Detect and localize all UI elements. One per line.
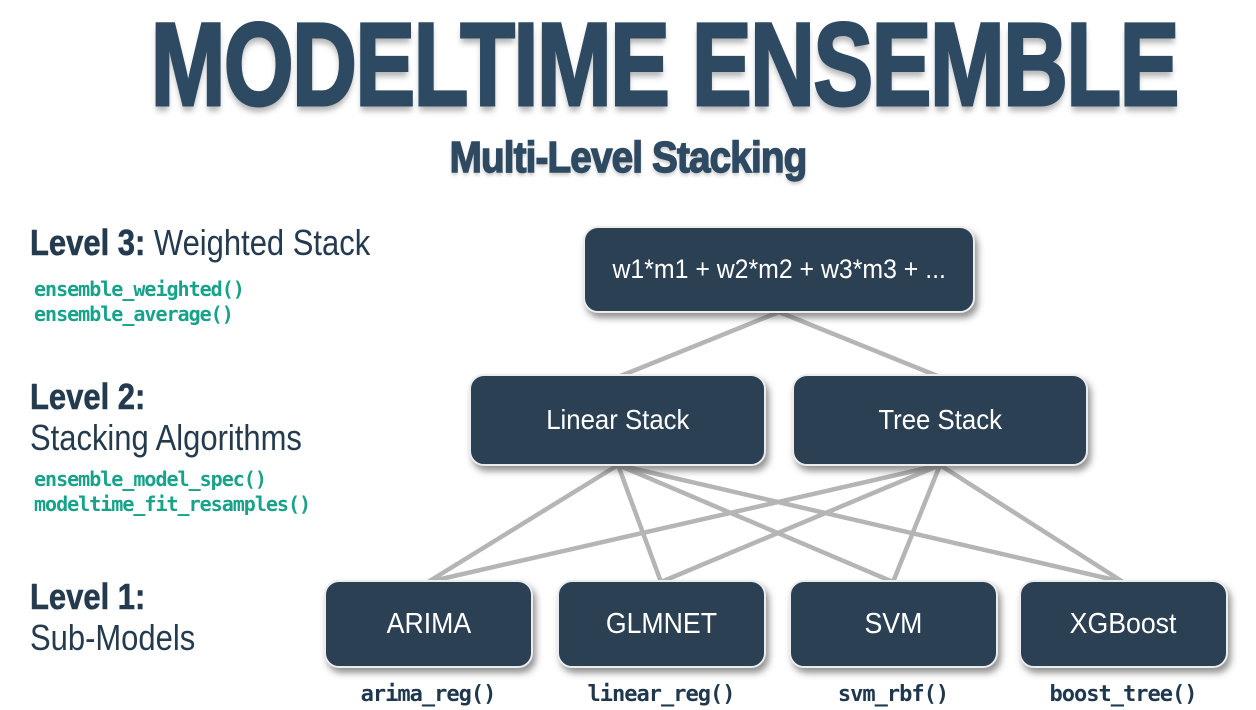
level2-label: Level 2: Stacking Algorithms	[30, 376, 302, 458]
edge-tree_stack-glmnet	[660, 462, 941, 585]
level2-functions: ensemble_model_spec() modeltime_fit_resa…	[34, 467, 311, 517]
edge-tree_stack-svm	[890, 464, 943, 583]
level3-label-bold: Level 3:	[30, 222, 146, 264]
code-line: ensemble_average()	[34, 302, 234, 326]
page-title: MODELTIME ENSEMBLE	[150, 0, 1181, 131]
code-line: modeltime_fit_resamples()	[34, 492, 311, 516]
node-svm-label: SVM	[864, 607, 923, 640]
page-subtitle: Multi-Level Stacking	[449, 133, 808, 182]
edge-weighted-tree_stack	[778, 309, 941, 380]
node-glmnet: GLMNET	[557, 580, 766, 668]
node-tree-stack-label: Tree Stack	[878, 404, 1002, 435]
code-line: ensemble_model_spec()	[34, 467, 267, 491]
node-weighted-stack-label: w1*m1 + w2*m2 + w3*m3 + ...	[612, 254, 946, 284]
node-xgboost-label: XGBoost	[1070, 607, 1177, 640]
node-arima: ARIMA	[324, 580, 533, 668]
edge-tree_stack-xgboost	[938, 463, 1125, 584]
node-xgboost: XGBoost	[1019, 580, 1228, 668]
edge-linear_stack-arima	[426, 463, 620, 584]
code-line: ensemble_weighted()	[34, 277, 245, 301]
level1-label-rest: Sub-Models	[30, 617, 196, 658]
edge-linear_stack-xgboost	[617, 462, 1124, 585]
node-linear-stack-label: Linear Stack	[545, 404, 690, 435]
level2-label-bold: Level 2:	[30, 376, 146, 418]
level3-label-rest: Weighted Stack	[153, 222, 371, 263]
node-svm: SVM	[789, 580, 998, 668]
node-weighted-stack: w1*m1 + w2*m2 + w3*m3 + ...	[583, 226, 975, 313]
edge-linear_stack-glmnet	[615, 464, 664, 583]
level2-label-rest: Stacking Algorithms	[30, 417, 302, 458]
node-tree-stack: Tree Stack	[792, 374, 1088, 466]
arima-code: arima_reg()	[360, 682, 497, 707]
level1-label-bold: Level 1:	[30, 576, 146, 618]
node-linear-stack: Linear Stack	[469, 374, 766, 466]
node-arima-label: ARIMA	[386, 607, 471, 640]
glmnet-code: linear_reg()	[587, 682, 736, 707]
edge-tree_stack-arima	[427, 462, 941, 585]
edge-weighted-linear_stack	[617, 309, 780, 380]
level1-label: Level 1: Sub-Models	[30, 576, 195, 658]
xgboost-code: boost_tree()	[1049, 682, 1198, 707]
node-glmnet-label: GLMNET	[605, 607, 718, 640]
level3-label: Level 3: Weighted Stack	[30, 222, 371, 264]
edge-linear_stack-svm	[617, 462, 894, 585]
svm-code: svm_rbf()	[837, 682, 949, 707]
level3-functions: ensemble_weighted() ensemble_average()	[34, 277, 245, 327]
